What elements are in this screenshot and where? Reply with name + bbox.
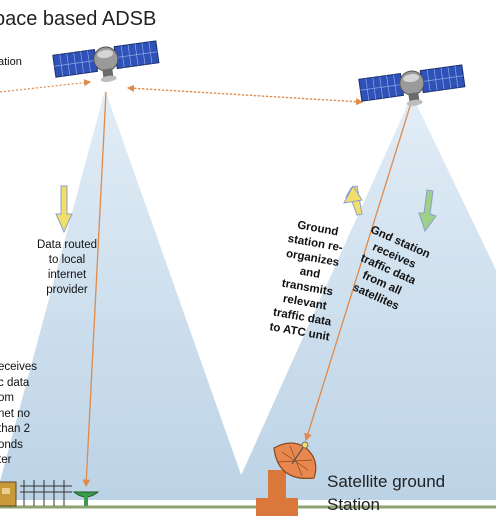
coverage-beam-left bbox=[0, 90, 250, 500]
routed-text: Data routed to local internet provider bbox=[22, 238, 112, 298]
receives-line: net no bbox=[0, 407, 30, 420]
routed-line: to local bbox=[48, 254, 86, 266]
diagram-title: pace based ADSB bbox=[0, 8, 157, 30]
downlink-right bbox=[304, 99, 413, 442]
receives-line: ter bbox=[0, 454, 12, 466]
fence-icon bbox=[20, 480, 72, 506]
sat-ground-line: Satellite ground bbox=[327, 472, 446, 491]
sat-ground-line: Station bbox=[327, 495, 380, 514]
satellite-dish-icon bbox=[256, 441, 317, 516]
satellite-ground-station-label: Satellite ground Station bbox=[327, 470, 445, 516]
receives-text-fragment: eceives c data om net no than 2 onds ter bbox=[0, 360, 37, 469]
receives-line: onds bbox=[0, 438, 23, 451]
downlink-left bbox=[82, 91, 107, 488]
receives-line: than 2 bbox=[0, 423, 30, 435]
inter-satellite-link-back bbox=[126, 84, 361, 103]
routed-line: Data routed bbox=[36, 239, 98, 251]
station-label-fragment: ation bbox=[0, 56, 22, 68]
receives-line: eceives bbox=[0, 361, 37, 373]
routed-line: internet bbox=[47, 269, 87, 281]
satellite-icon-left bbox=[52, 40, 160, 82]
arrow-up-icon-right bbox=[343, 185, 363, 216]
dish-icon-small bbox=[72, 491, 100, 506]
arrow-down-icon-left bbox=[55, 185, 73, 234]
house-icon bbox=[0, 481, 17, 507]
routed-line: provider bbox=[46, 284, 88, 296]
receives-line: om bbox=[0, 392, 14, 404]
left-link bbox=[0, 79, 92, 93]
receives-line: c data bbox=[0, 376, 30, 389]
satellite-icon-right bbox=[358, 64, 466, 106]
arrow-down-icon-green bbox=[418, 189, 437, 233]
